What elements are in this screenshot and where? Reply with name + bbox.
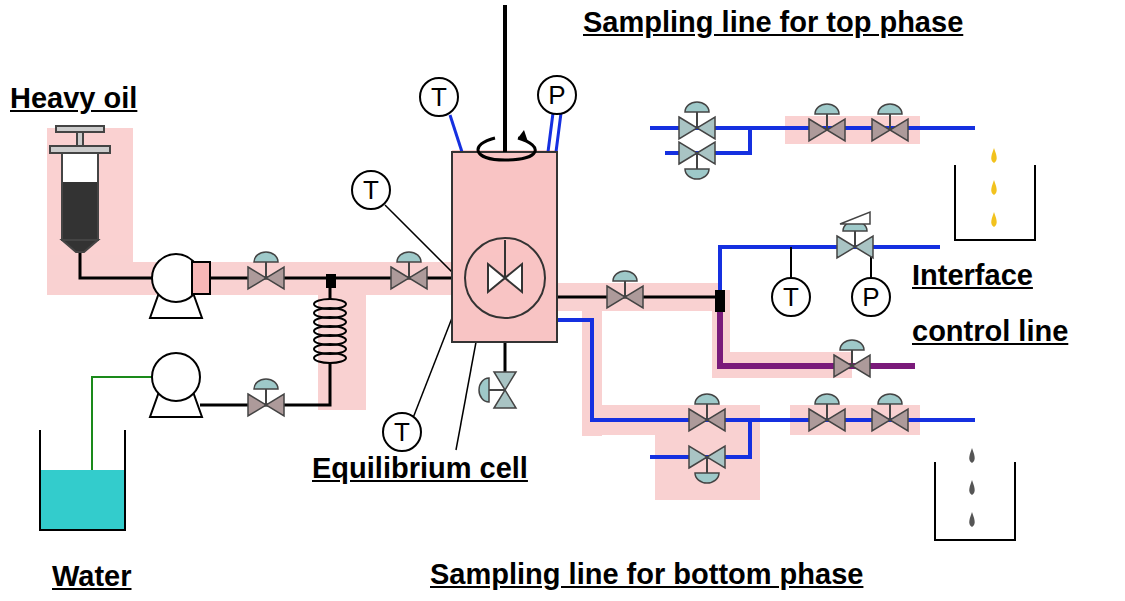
sensor-circle: T — [771, 277, 811, 317]
part-label: Water — [52, 560, 132, 593]
coil — [314, 299, 346, 363]
part-label: Interface control line — [912, 247, 1117, 359]
valves — [248, 102, 908, 483]
part-label: Equilibrium cell — [312, 452, 528, 485]
sensor-circle: P — [537, 75, 577, 115]
sensor-letter: P — [548, 82, 565, 108]
sensor-letter: T — [363, 177, 379, 203]
equilibrium-cell — [452, 5, 557, 342]
sensor-circle: T — [382, 412, 422, 452]
sensor-letter: T — [394, 419, 410, 445]
pumps — [150, 254, 210, 417]
sensor-circle: T — [419, 77, 459, 117]
sensor-letter: T — [783, 284, 799, 310]
water-beaker — [40, 430, 125, 530]
syringe — [50, 126, 110, 252]
part-label: Sampling line for top phase — [583, 6, 963, 39]
pipes — [80, 113, 975, 470]
sensor-letter: T — [431, 84, 447, 110]
sensor-circle: T — [351, 170, 391, 210]
sensor-letter: P — [862, 284, 879, 310]
part-label: Sampling line for bottom phase — [430, 558, 863, 591]
highlight-bands — [47, 116, 920, 500]
part-label: Heavy oil — [10, 82, 137, 115]
sensor-circle: P — [851, 277, 891, 317]
